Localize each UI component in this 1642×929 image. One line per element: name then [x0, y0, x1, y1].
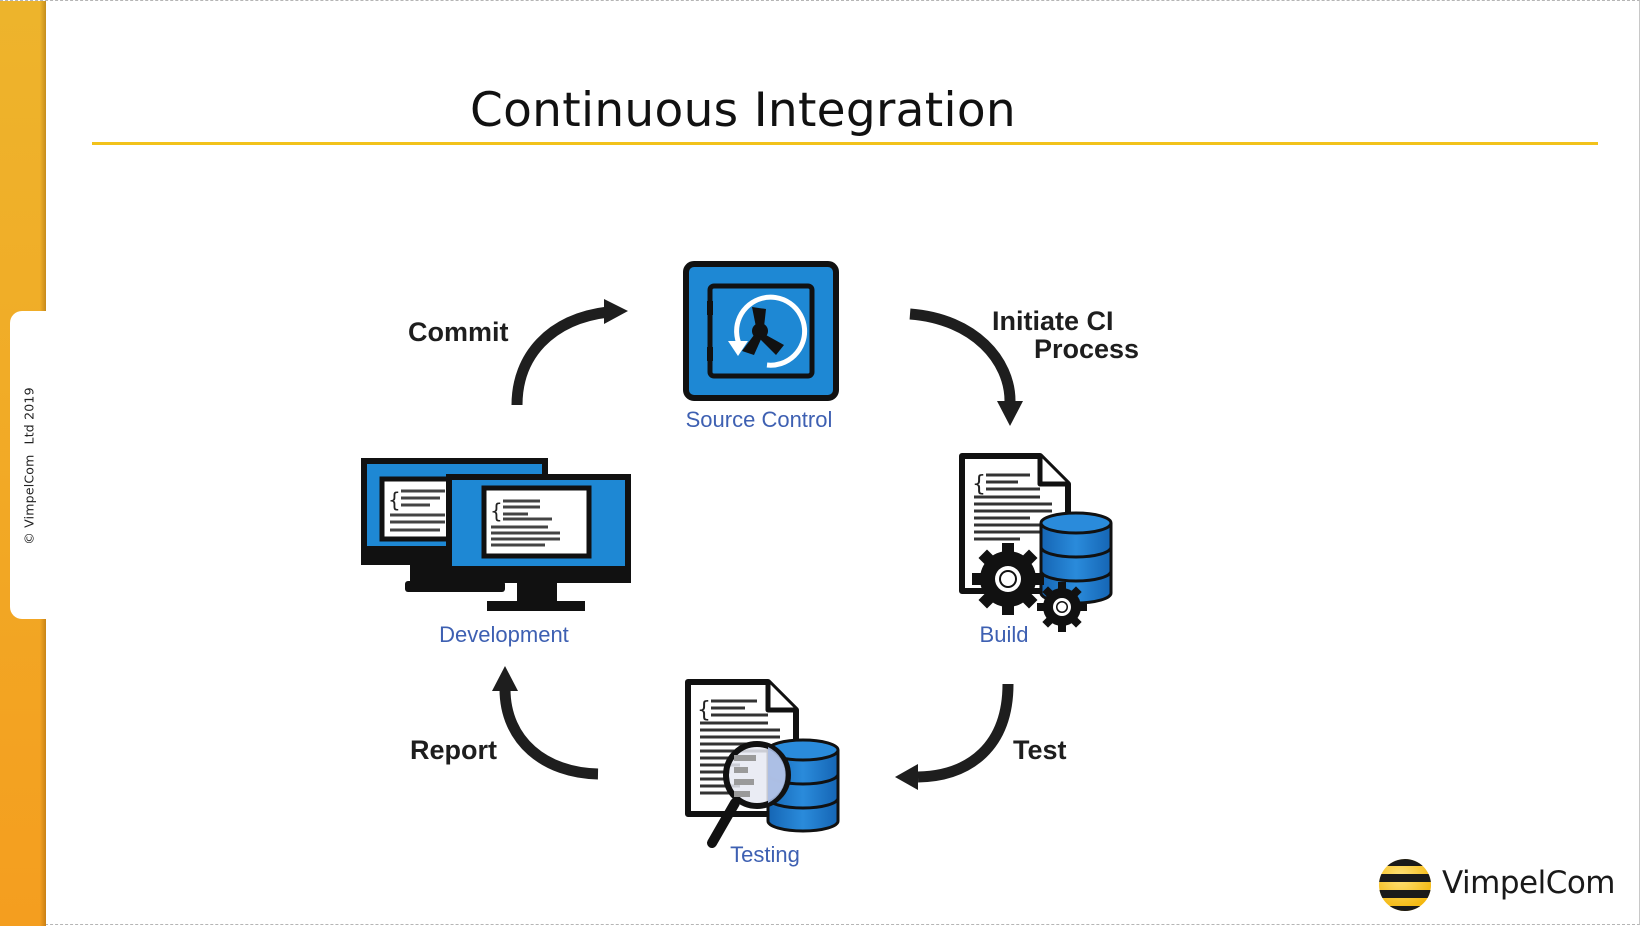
copyright-tab	[10, 311, 46, 619]
svg-text:{: {	[697, 698, 711, 723]
arrow-test	[895, 683, 1014, 790]
svg-text:{: {	[388, 488, 401, 512]
node-label-source-control: Source Control	[686, 407, 833, 432]
document-database-magnifier-icon: {	[685, 679, 840, 848]
gear-small-icon	[1037, 582, 1087, 632]
node-label-development: Development	[439, 622, 569, 647]
title-underline	[92, 142, 1598, 145]
edge-label-test: Test	[1013, 735, 1067, 765]
dual-monitor-code-icon: { {	[361, 458, 631, 611]
arrow-report	[492, 666, 599, 780]
node-label-build: Build	[980, 622, 1029, 647]
vault-sync-icon	[683, 261, 839, 401]
node-label-testing: Testing	[730, 842, 800, 867]
edge-label-process: Process	[1034, 334, 1139, 364]
svg-text:{: {	[972, 472, 986, 497]
arrow-initiate-ci	[909, 308, 1023, 426]
slide-title: Continuous Integration	[470, 83, 1016, 138]
document-database-gears-icon: {	[959, 453, 1113, 632]
edge-label-report: Report	[410, 735, 497, 765]
gear-icon	[972, 543, 1044, 615]
magnifier-icon	[707, 741, 791, 848]
arrow-commit	[511, 299, 628, 406]
vimpelcom-logo: VimpelCom	[1378, 858, 1616, 912]
svg-text:{: {	[490, 499, 503, 523]
edge-label-initiate-ci: Initiate CI	[992, 306, 1114, 336]
edge-label-commit: Commit	[408, 317, 509, 347]
beeline-ball-icon	[1379, 859, 1431, 911]
brand-name: VimpelCom	[1442, 865, 1616, 901]
